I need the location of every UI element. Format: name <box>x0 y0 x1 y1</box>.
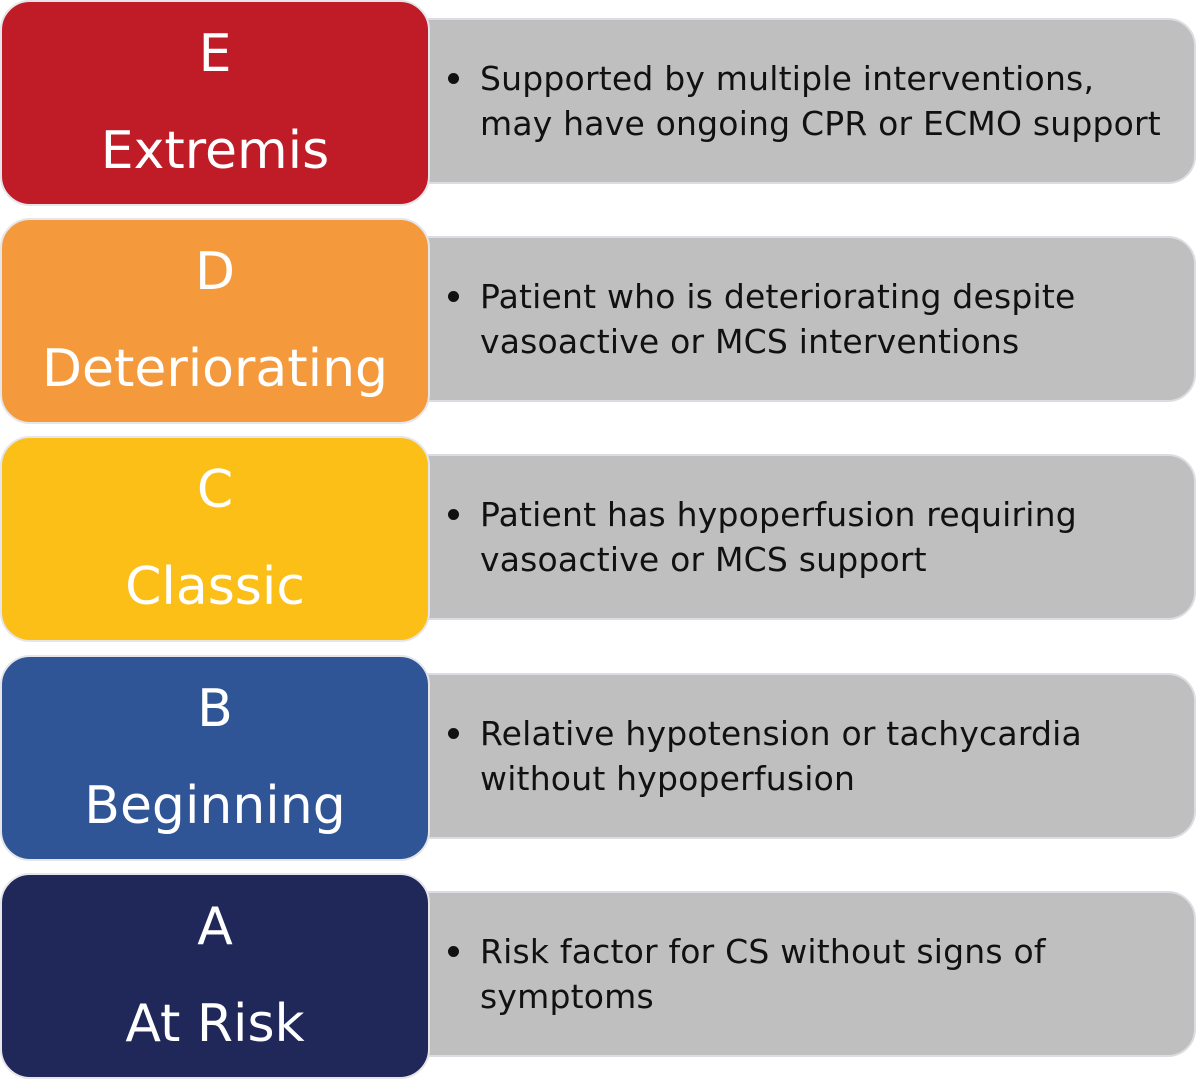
bullet-icon <box>448 509 459 520</box>
stage-name: Deteriorating <box>41 339 389 399</box>
stage-description-box: Patient has hypoperfusion requiring vaso… <box>396 454 1196 620</box>
stage-row-extremis: Supported by multiple interventions, may… <box>0 0 1200 206</box>
stage-description-box: Relative hypotension or tachycardia with… <box>396 673 1196 839</box>
stage-description-text: Supported by multiple interventions, may… <box>480 59 1161 143</box>
stage-level-box: E Extremis <box>0 0 430 206</box>
bullet-icon <box>448 946 459 957</box>
stage-description-text: Risk factor for CS without signs of symp… <box>480 932 1046 1016</box>
stage-letter: B <box>197 679 233 739</box>
stage-description-box: Supported by multiple interventions, may… <box>396 18 1196 184</box>
stage-description-list: Risk factor for CS without signs of symp… <box>398 929 1080 1019</box>
stage-description: Patient has hypoperfusion requiring vaso… <box>448 492 1100 582</box>
stage-description-text: Relative hypotension or tachycardia with… <box>480 714 1082 798</box>
stage-letter: D <box>194 242 236 302</box>
stage-name: Classic <box>125 557 305 617</box>
stage-row-classic: Patient has hypoperfusion requiring vaso… <box>0 436 1200 642</box>
stage-description: Relative hypotension or tachycardia with… <box>448 711 1100 801</box>
bullet-icon <box>448 291 459 302</box>
stage-description-text: Patient has hypoperfusion requiring vaso… <box>480 495 1077 579</box>
stage-row-beginning: Relative hypotension or tachycardia with… <box>0 655 1200 861</box>
stage-letter: E <box>198 24 232 84</box>
stage-description: Supported by multiple interventions, may… <box>448 56 1174 146</box>
stage-name: At Risk <box>125 994 305 1054</box>
bullet-icon <box>448 73 459 84</box>
stage-description-list: Supported by multiple interventions, may… <box>398 56 1194 146</box>
stage-level-box: D Deteriorating <box>0 218 430 424</box>
bullet-icon <box>448 728 459 739</box>
stage-description-box: Patient who is deteriorating despite vas… <box>396 236 1196 402</box>
stage-level-box: A At Risk <box>0 873 430 1079</box>
stage-description-text: Patient who is deteriorating despite vas… <box>480 277 1076 361</box>
stage-level-box: B Beginning <box>0 655 430 861</box>
stage-letter: A <box>197 897 233 957</box>
stage-row-deteriorating: Patient who is deteriorating despite vas… <box>0 218 1200 424</box>
stage-row-at-risk: Risk factor for CS without signs of symp… <box>0 873 1200 1079</box>
stage-description: Patient who is deteriorating despite vas… <box>448 274 1100 364</box>
stage-description-list: Patient who is deteriorating despite vas… <box>398 274 1120 364</box>
stage-name: Beginning <box>84 776 346 836</box>
stage-description-box: Risk factor for CS without signs of symp… <box>396 891 1196 1057</box>
stage-description: Risk factor for CS without signs of symp… <box>448 929 1060 1019</box>
stage-letter: C <box>196 460 234 520</box>
stage-level-box: C Classic <box>0 436 430 642</box>
stage-name: Extremis <box>100 121 330 181</box>
stage-description-list: Patient has hypoperfusion requiring vaso… <box>398 492 1120 582</box>
stage-description-list: Relative hypotension or tachycardia with… <box>398 711 1120 801</box>
